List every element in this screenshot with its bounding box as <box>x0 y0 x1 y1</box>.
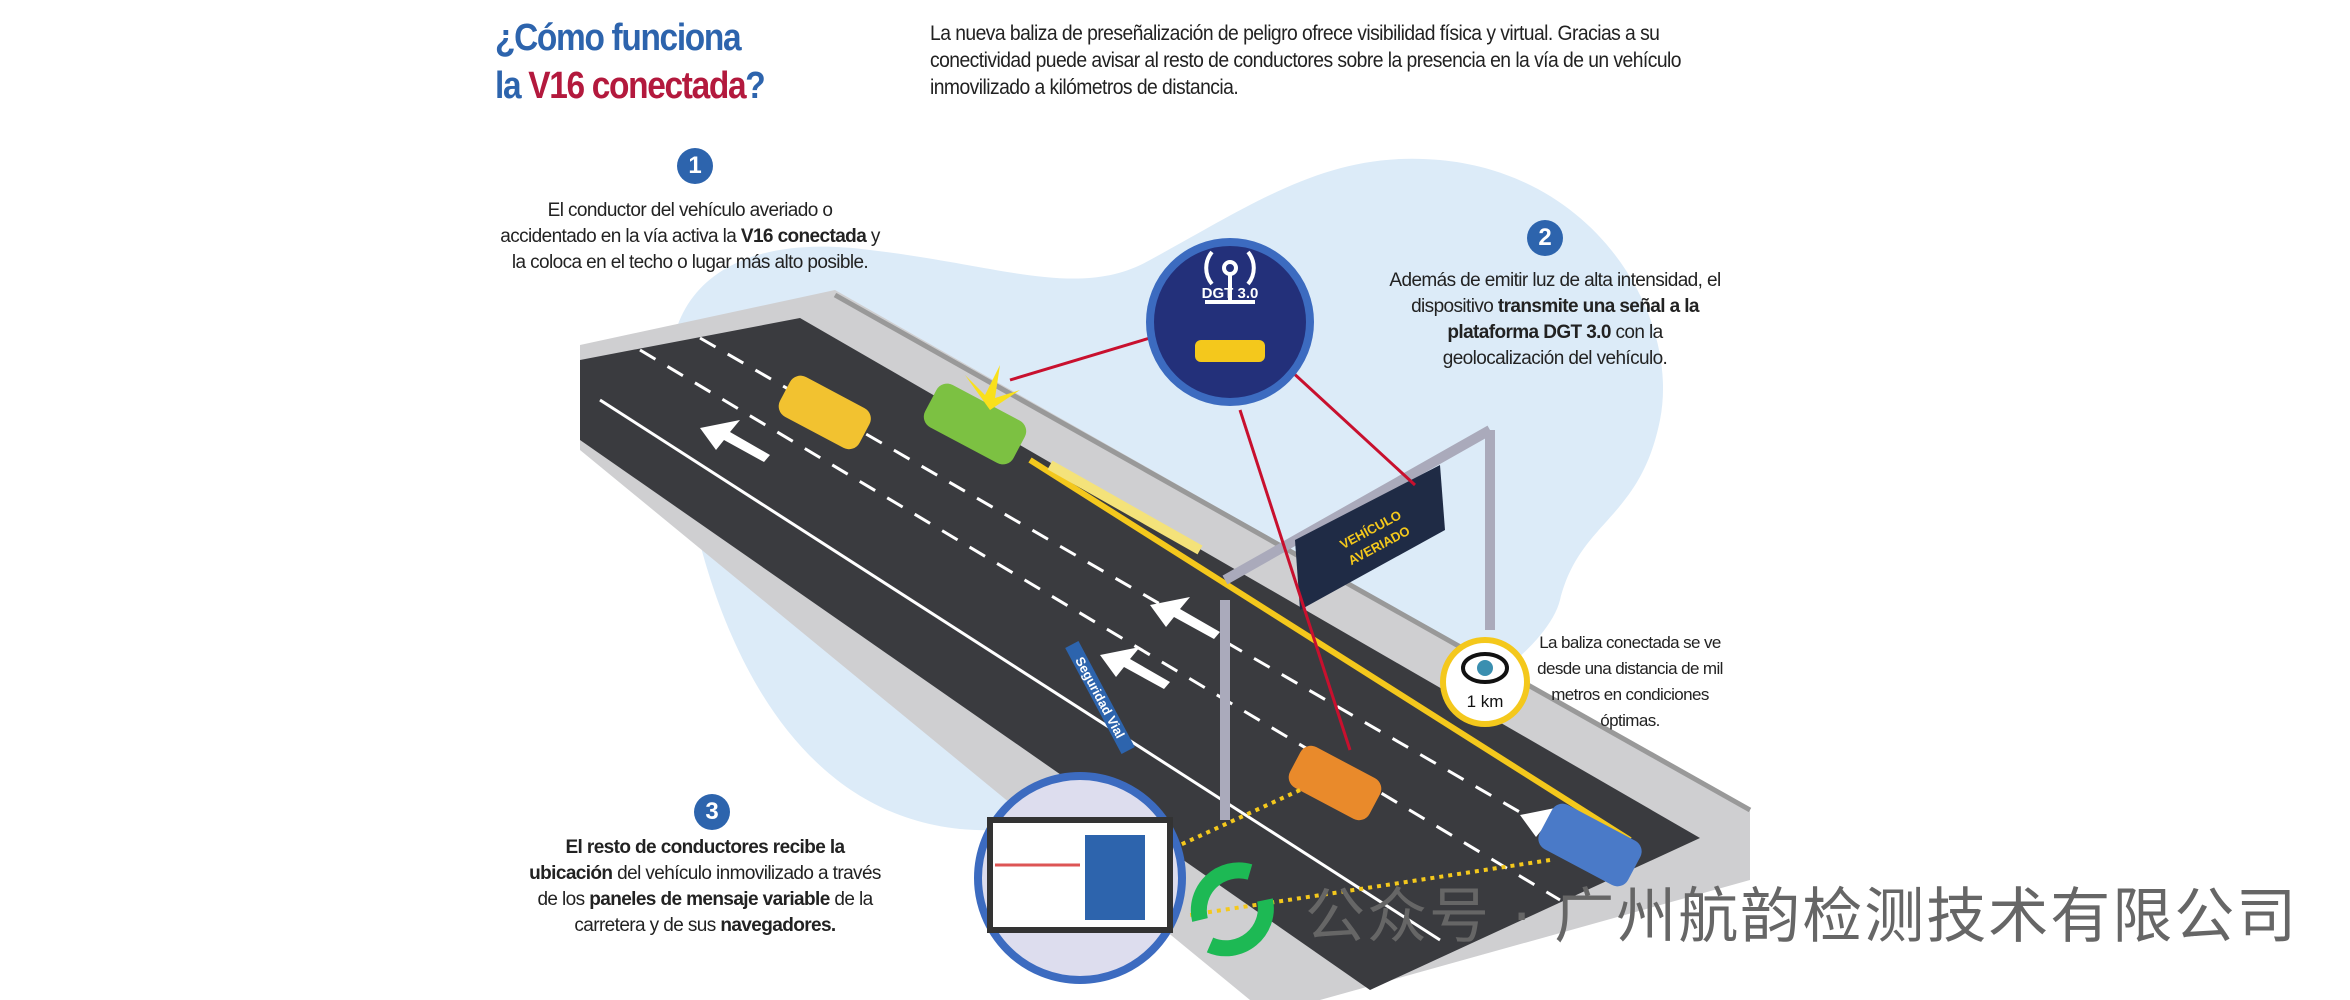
visibility-distance: 1 km <box>1466 692 1504 711</box>
step-3-badge: 3 <box>694 794 730 830</box>
antenna-icon <box>1204 250 1256 304</box>
yellow-dotted-line <box>1189 858 1551 917</box>
step-1-text: El conductor del vehículo averiado o acc… <box>500 200 880 273</box>
yellow-line <box>1028 457 1632 843</box>
variable-message-sign <box>1295 465 1445 610</box>
blue-car <box>1538 803 1642 887</box>
orange-car <box>1288 745 1382 821</box>
dgt-badge: DGT 3.0 <box>1201 285 1259 302</box>
step-3-text: El resto de conductores recibe la ubicac… <box>529 837 881 936</box>
navigator-alert <box>1085 835 1145 920</box>
yellow-light-beam <box>1047 460 1203 555</box>
title-highlight: V16 conectada <box>528 65 746 107</box>
step-2-text: Además de emitir luz de alta intensidad,… <box>1389 270 1721 369</box>
step-1-badge: 1 <box>677 148 713 184</box>
signal-arrows <box>1009 333 1417 751</box>
step-2-badge: 2 <box>1527 220 1563 256</box>
road-asphalt <box>580 318 1700 990</box>
intro-text: La nueva baliza de preseñalización de pe… <box>930 22 1682 99</box>
beacon-light <box>1195 340 1265 362</box>
page-title: ¿Cómo funciona la V16 conectada? <box>495 17 766 107</box>
lane-line <box>599 398 1441 942</box>
visibility-text: La baliza conectada se ve desde una dist… <box>1537 633 1723 730</box>
watermark: 公众号 · 广州航韵检测技术有限公司 <box>1305 882 2299 952</box>
beacon-flash <box>965 365 1020 410</box>
eye-icon <box>1461 652 1509 684</box>
green-broken-car <box>923 383 1027 465</box>
gantry-beam <box>1222 425 1493 585</box>
dgt-platform-circle <box>1146 238 1314 406</box>
yellow-car <box>778 375 871 450</box>
yellow-dotted-line <box>1179 788 1301 847</box>
guardrail <box>833 292 1752 813</box>
wechat-logo <box>1190 862 1274 957</box>
